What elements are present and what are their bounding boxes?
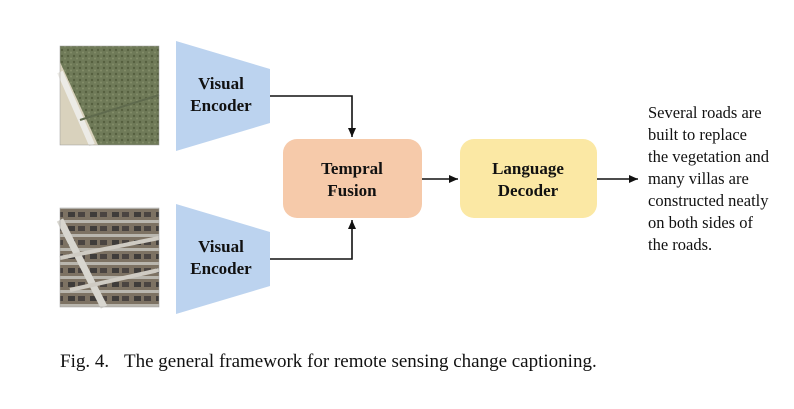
output-caption-line: on both sides of bbox=[648, 213, 753, 232]
remote-sensing-image-after bbox=[56, 207, 160, 309]
visual-encoder-top: Visual Encoder bbox=[176, 41, 270, 151]
figure-caption: Fig. 4. The general framework for remote… bbox=[60, 351, 597, 372]
output-caption-line: built to replace bbox=[648, 125, 747, 144]
fusion-line1: Tempral bbox=[321, 159, 383, 178]
encoder-bottom-line1: Visual bbox=[198, 237, 244, 256]
output-caption-line: many villas are bbox=[648, 169, 749, 188]
encoder-top-line2: Encoder bbox=[190, 96, 252, 115]
encoder-top-shape bbox=[176, 41, 270, 151]
encoder-bottom-shape bbox=[176, 204, 270, 314]
arrow-encoder-bottom-to-fusion bbox=[270, 220, 356, 260]
encoder-top-line1: Visual bbox=[198, 74, 244, 93]
output-caption-line: the roads. bbox=[648, 235, 712, 254]
remote-sensing-image-before bbox=[57, 45, 160, 147]
fusion-box bbox=[283, 139, 422, 218]
decoder-box bbox=[460, 139, 597, 218]
language-decoder-block: Language Decoder bbox=[460, 139, 597, 218]
output-caption-line: the vegetation and bbox=[648, 147, 770, 166]
figure-caption-text: The general framework for remote sensing… bbox=[124, 351, 597, 372]
visual-encoder-bottom: Visual Encoder bbox=[176, 204, 270, 314]
arrow-encoder-top-to-fusion bbox=[270, 95, 356, 137]
fusion-line2: Fusion bbox=[327, 181, 377, 200]
output-caption-line: constructed neatly bbox=[648, 191, 769, 210]
figure-caption-label: Fig. 4. bbox=[60, 351, 109, 372]
decoder-line1: Language bbox=[492, 159, 564, 178]
temporal-fusion-block: Tempral Fusion bbox=[283, 139, 422, 218]
encoder-bottom-line2: Encoder bbox=[190, 259, 252, 278]
decoder-line2: Decoder bbox=[498, 181, 559, 200]
output-caption-line: Several roads are bbox=[648, 103, 762, 122]
connector-arrows bbox=[270, 95, 638, 260]
output-caption: Several roads are built to replace the v… bbox=[648, 103, 770, 254]
